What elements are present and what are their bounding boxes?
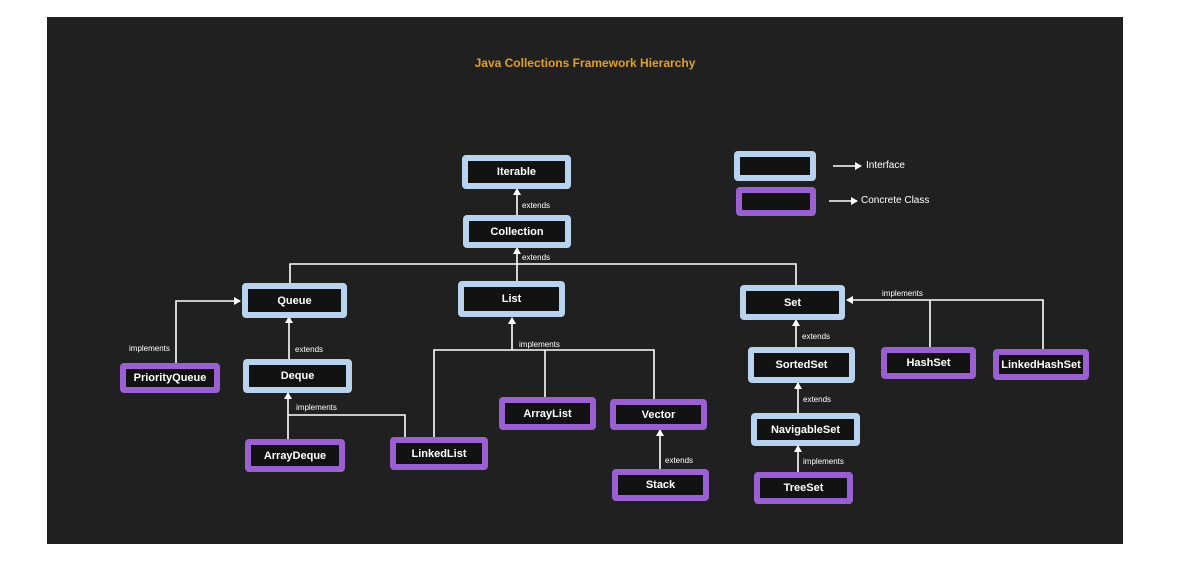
node-hashset[interactable]: HashSet [881,347,976,379]
edge-set-collection [517,263,797,285]
node-collection[interactable]: Collection [463,215,571,248]
node-set[interactable]: Set [740,285,845,320]
label-navigableset-sortedset: extends [803,395,832,404]
edge-linkedhashset-set [846,296,1044,349]
node-sortedset[interactable]: SortedSet [748,347,855,383]
legend-interface-box [734,151,816,181]
edge-queue-collection [289,263,517,283]
label-sortedset-set: extends [802,332,831,341]
node-iterable[interactable]: Iterable [462,155,571,189]
label-collection-children: extends [522,253,551,262]
legend-class-label: Concrete Class [861,195,930,206]
label-deque-queue: extends [295,345,324,354]
edge-priorityqueue-queue [175,297,241,363]
edge-linkedlist-list [433,349,512,437]
label-set-impl: implements [882,289,923,298]
node-navigableset[interactable]: NavigableSet [751,413,860,446]
node-deque[interactable]: Deque [243,359,352,393]
node-list[interactable]: List [458,281,565,317]
node-vector[interactable]: Vector [610,399,707,430]
node-queue[interactable]: Queue [242,283,347,318]
legend-interface-label: Interface [866,160,905,171]
label-deque-impl: implements [296,403,337,412]
node-treeset[interactable]: TreeSet [754,472,853,504]
edge-vector-list [512,349,655,399]
node-linkedlist[interactable]: LinkedList [390,437,488,470]
label-collection-iterable: extends [522,201,551,210]
node-priorityqueue[interactable]: PriorityQueue [120,363,220,393]
diagram-title: Java Collections Framework Hierarchy [474,56,696,70]
node-arraydeque[interactable]: ArrayDeque [245,439,345,472]
diagram-canvas: Java Collections Framework Hierarchy Int… [47,17,1123,544]
legend-class-box [736,187,816,216]
label-stack-vector: extends [665,456,694,465]
connector-lines [175,162,1044,472]
node-linkedhashset[interactable]: LinkedHashSet [993,349,1089,380]
label-priorityqueue-queue: implements [129,344,170,353]
edge-linkedlist-deque [288,414,406,437]
label-list-impl: implements [519,340,560,349]
node-arraylist[interactable]: ArrayList [499,397,596,430]
node-stack[interactable]: Stack [612,469,709,501]
label-treeset-navigableset: implements [803,457,844,466]
